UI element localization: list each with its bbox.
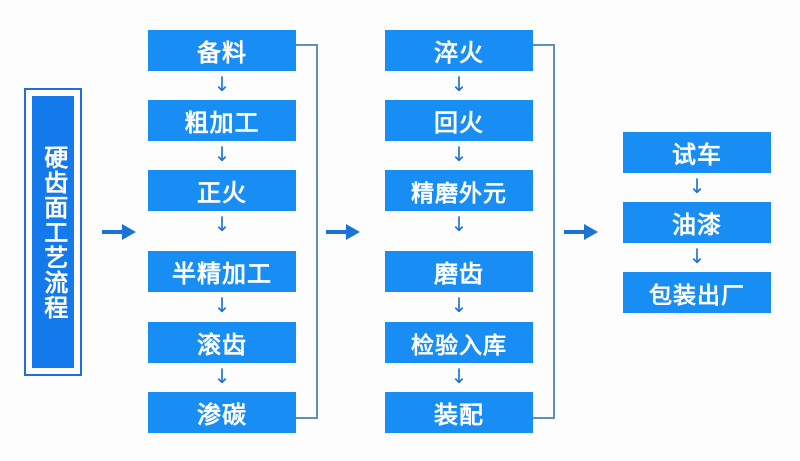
connector-stage2-top — [533, 44, 555, 46]
step-box-shiche[interactable]: 试车 — [623, 132, 771, 173]
step-box-baozhuangchuchang[interactable]: 包装出厂 — [623, 272, 771, 313]
step-box-cuihuo[interactable]: 淬火 — [385, 30, 533, 71]
step-arrow-icon: ↓ — [213, 293, 231, 317]
arrow-stage1-to-stage2 — [325, 221, 363, 243]
step-box-beiliao[interactable]: 备料 — [148, 30, 296, 71]
step-arrow-icon: ↓ — [213, 364, 231, 388]
step-arrow-icon: ↓ — [450, 364, 468, 388]
step-box-zhuangpei[interactable]: 装配 — [385, 392, 533, 433]
step-box-gunchi[interactable]: 滚齿 — [148, 322, 296, 363]
step-box-jingmowaiyuan[interactable]: 精磨外元 — [385, 170, 533, 211]
step-box-jianyanruku[interactable]: 检验入库 — [385, 322, 533, 363]
connector-stage1-top — [296, 44, 318, 46]
step-arrow-icon: ↓ — [450, 142, 468, 166]
step-box-banjingjiagong[interactable]: 半精加工 — [148, 251, 296, 292]
connector-stage1-bottom — [296, 417, 318, 419]
step-box-shentan[interactable]: 渗碳 — [148, 392, 296, 433]
connector-stage2-bottom — [533, 417, 555, 419]
step-box-youqi[interactable]: 油漆 — [623, 202, 771, 243]
step-box-mochi[interactable]: 磨齿 — [385, 251, 533, 292]
step-arrow-icon: ↓ — [688, 174, 706, 198]
step-box-huihuo[interactable]: 回火 — [385, 100, 533, 141]
step-arrow-icon: ↓ — [450, 293, 468, 317]
arrow-title-to-stage1 — [101, 221, 139, 243]
step-arrow-icon: ↓ — [450, 212, 468, 236]
connector-stage2-side — [553, 44, 555, 419]
step-box-zhenghuo[interactable]: 正火 — [148, 170, 296, 211]
step-arrow-icon: ↓ — [213, 212, 231, 236]
step-arrow-icon: ↓ — [688, 244, 706, 268]
step-arrow-icon: ↓ — [450, 72, 468, 96]
connector-stage1-side — [316, 44, 318, 419]
step-arrow-icon: ↓ — [213, 142, 231, 166]
process-title-plaque: 硬齿面工艺流程 — [24, 88, 82, 376]
page-title: 硬齿面工艺流程 — [39, 144, 68, 320]
step-box-cujiagong[interactable]: 粗加工 — [148, 100, 296, 141]
arrow-stage2-to-stage3 — [563, 221, 601, 243]
process-title-plaque-inner: 硬齿面工艺流程 — [30, 94, 76, 370]
step-arrow-icon: ↓ — [213, 72, 231, 96]
